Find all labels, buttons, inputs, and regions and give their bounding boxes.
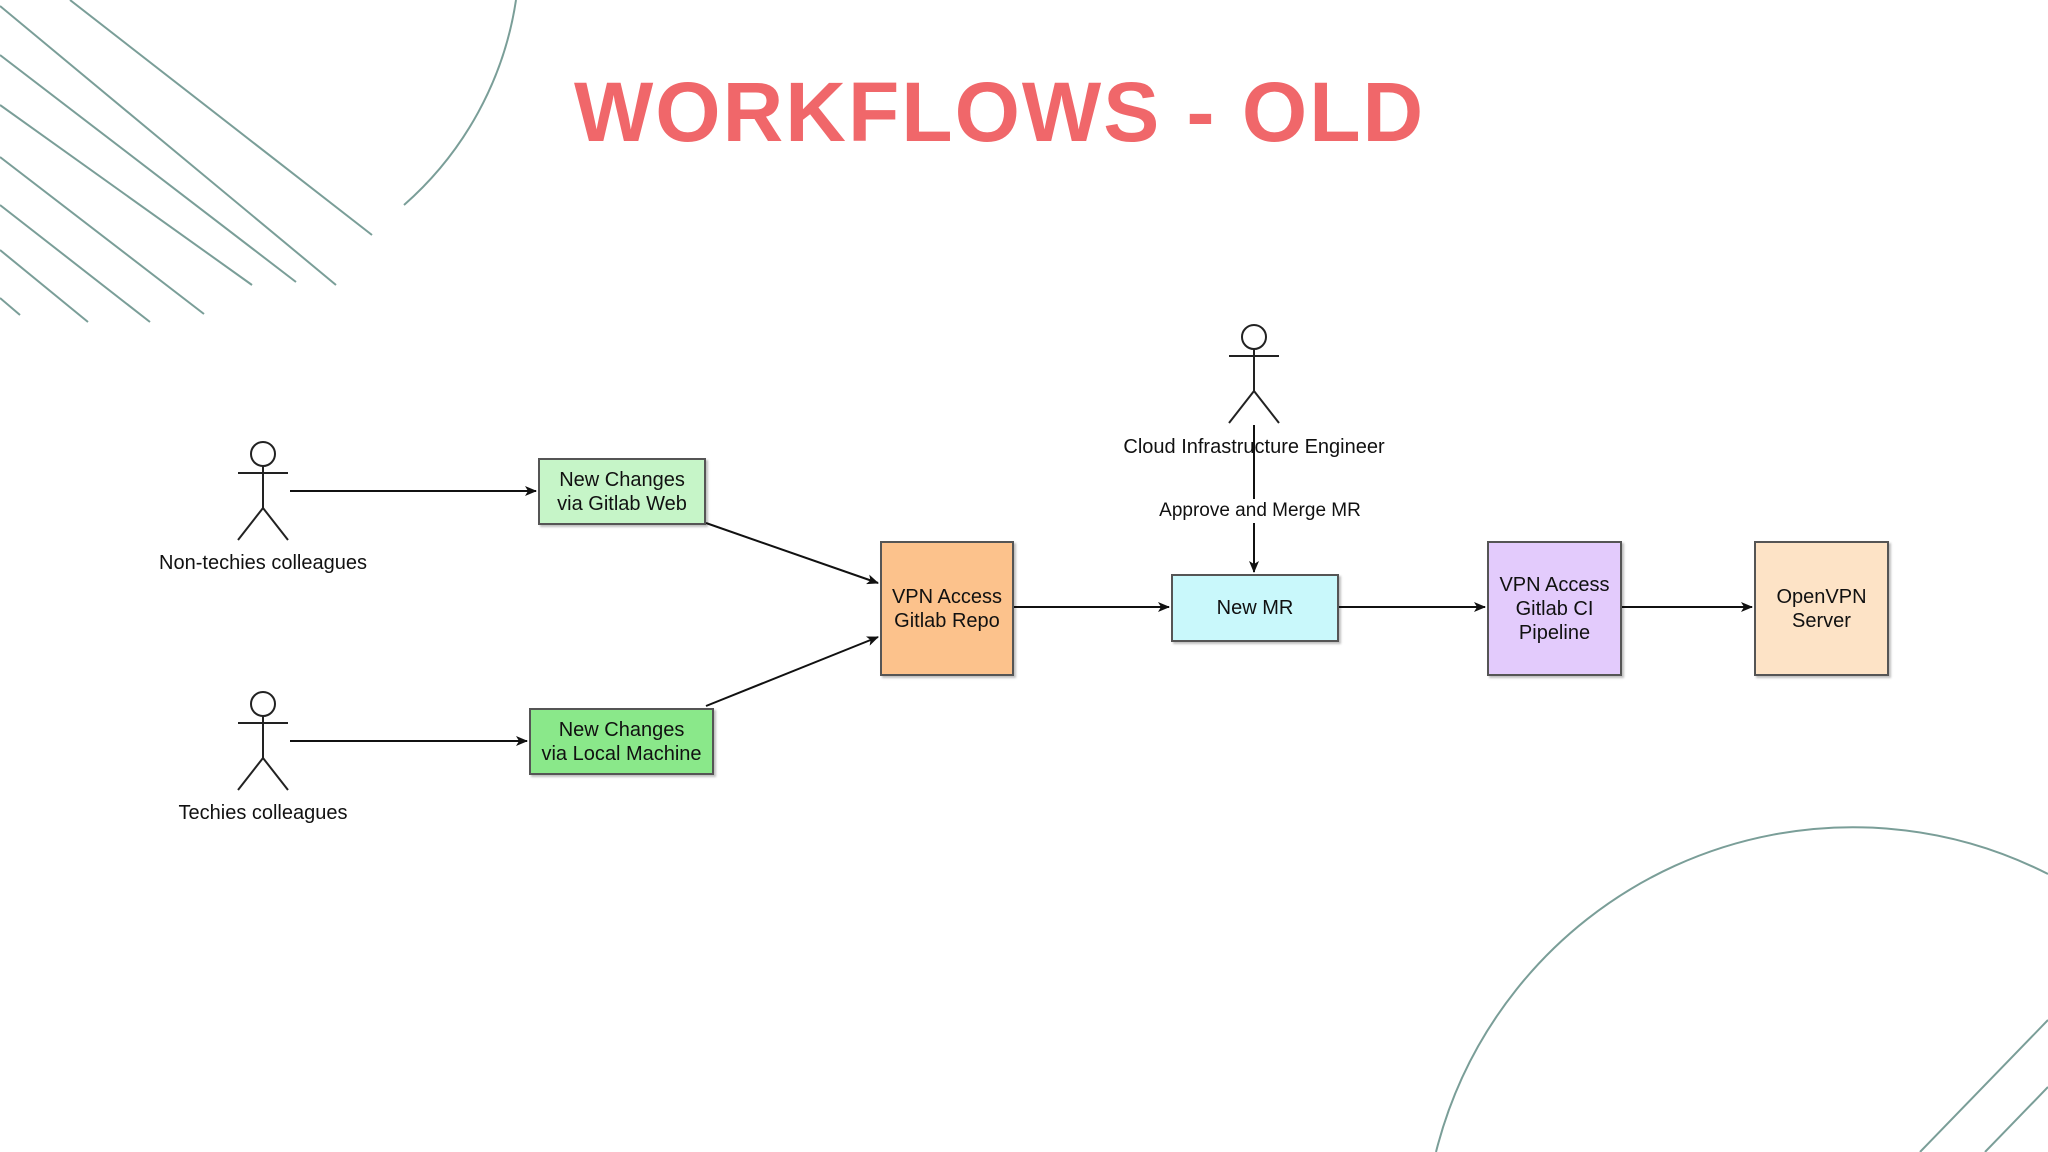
bottom-right-stripes	[1919, 1019, 2048, 1152]
bottom-right-arc	[1435, 826, 2048, 1152]
edge-approve-label: Approve and Merge MR	[1154, 499, 1366, 523]
actor-engineer-label: Cloud Infrastructure Engineer	[1123, 436, 1385, 458]
actor-non-techies-icon	[237, 441, 289, 541]
node-local-machine: New Changes via Local Machine	[529, 708, 714, 775]
edge-local-to-repo	[705, 636, 879, 707]
node-new-mr: New MR	[1171, 574, 1339, 642]
edge-web-to-repo	[705, 522, 879, 585]
page-title: WORKFLOWS - OLD	[574, 65, 1426, 159]
node-vpn-access-pipeline: VPN Access Gitlab CI Pipeline	[1487, 541, 1622, 676]
actor-non-techies-label: Non-techies colleagues	[159, 552, 367, 574]
node-openvpn-server: OpenVPN Server	[1754, 541, 1889, 676]
node-gitlab-web: New Changes via Gitlab Web	[538, 458, 706, 525]
actor-engineer-icon	[1228, 324, 1280, 424]
node-vpn-access-repo: VPN Access Gitlab Repo	[880, 541, 1014, 676]
actor-techies-icon	[237, 691, 289, 791]
actor-techies-label: Techies colleagues	[178, 802, 348, 824]
top-left-stripes	[0, 0, 373, 323]
top-left-arc	[403, 0, 517, 206]
